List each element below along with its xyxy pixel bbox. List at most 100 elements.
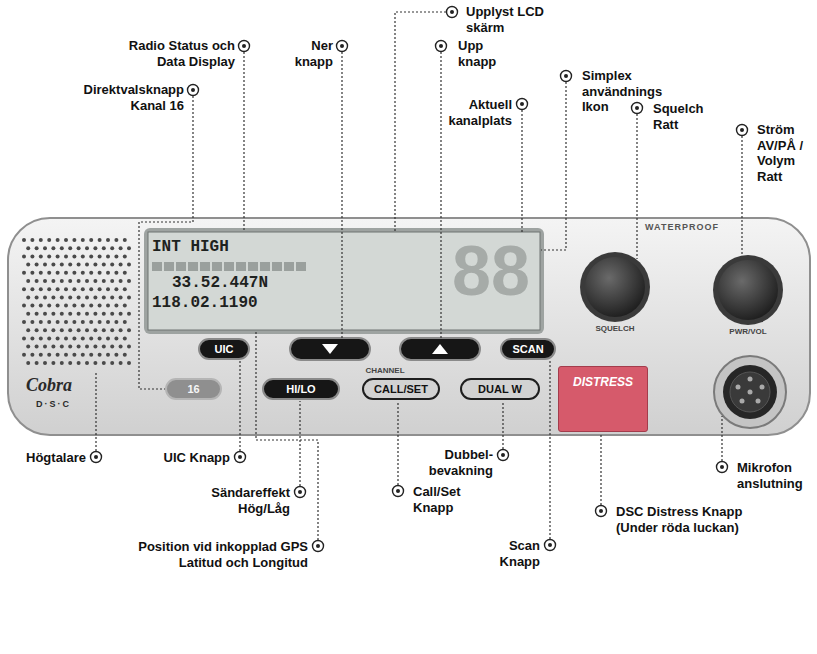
speaker-hole: [77, 345, 81, 349]
speaker-hole: [22, 238, 26, 242]
speaker-hole: [47, 353, 51, 357]
lcd-segment: [212, 262, 222, 271]
speaker-hole: [98, 336, 102, 340]
speaker-hole: [56, 238, 60, 242]
speaker-hole: [114, 320, 118, 324]
lcd-screen: [148, 232, 540, 330]
lcd-readout: 118.02.1190: [152, 294, 258, 312]
label-anchor: UIC Knapp: [150, 450, 230, 466]
speaker-hole: [51, 263, 55, 267]
callout-marker: [393, 486, 404, 497]
callout-marker: [337, 41, 348, 52]
speaker-hole: [47, 238, 51, 242]
speaker-hole: [85, 279, 89, 283]
speaker-hole: [26, 345, 30, 349]
label-anchor: Cobra: [26, 376, 106, 396]
callout-label: Call/Set Knapp: [413, 484, 475, 515]
speaker-hole: [85, 345, 89, 349]
button-label: DUAL W: [478, 384, 522, 395]
speaker-hole: [35, 295, 39, 299]
lcd-slot: 88: [452, 236, 530, 306]
radio-button: SCAN: [500, 338, 556, 360]
speaker-hole: [81, 320, 85, 324]
label-anchor: Scan Knapp: [492, 538, 540, 569]
speaker-hole: [110, 279, 114, 283]
speaker-hole: [98, 353, 102, 357]
mic-socket-face: [730, 372, 770, 412]
speaker-hole: [43, 246, 47, 250]
speaker-hole: [68, 279, 72, 283]
callout-label: DSC Distress Knapp (Under röda luckan): [616, 504, 766, 535]
speaker-hole: [106, 254, 110, 258]
speaker-hole: [72, 336, 76, 340]
speaker-hole: [22, 271, 26, 275]
radio-button: DUAL W: [460, 378, 540, 400]
radio-button: CALL/SET: [362, 378, 440, 400]
callout-label: Ner knapp: [285, 38, 333, 69]
speaker-hole: [43, 328, 47, 332]
speaker-hole: [35, 312, 39, 316]
lcd-display: INT HIGH33.52.447N118.02.119088: [148, 232, 540, 330]
speaker-hole: [123, 287, 127, 291]
callout-label: Mikrofon anslutning: [737, 460, 811, 491]
callout-marker: [596, 506, 607, 517]
speaker-hole: [47, 271, 51, 275]
callout-label: Position vid inkopplad GPS Latitud och L…: [108, 539, 308, 570]
callout-marker: [235, 452, 246, 463]
callout-marker: [436, 41, 447, 52]
speaker-hole: [98, 287, 102, 291]
speaker-hole: [119, 361, 123, 365]
speaker-hole: [60, 361, 64, 365]
speaker-hole: [77, 295, 81, 299]
lcd-segment: [200, 262, 210, 271]
speaker-hole: [102, 279, 106, 283]
speaker-hole: [68, 246, 72, 250]
speaker-hole: [60, 312, 64, 316]
speaker-hole: [35, 328, 39, 332]
speaker-hole: [60, 295, 64, 299]
speaker-hole: [35, 263, 39, 267]
device-marking: WATERPROOF: [642, 222, 722, 233]
speaker-hole: [56, 320, 60, 324]
speaker-hole: [47, 304, 51, 308]
speaker-hole: [89, 254, 93, 258]
speaker-hole: [77, 246, 81, 250]
speaker-hole: [123, 320, 127, 324]
callout-marker: [239, 41, 250, 52]
speaker-hole: [51, 246, 55, 250]
speaker-hole: [64, 304, 68, 308]
speaker-hole: [68, 312, 72, 316]
speaker-hole: [123, 304, 127, 308]
speaker-hole: [102, 328, 106, 332]
lcd-segment: [164, 262, 174, 271]
speaker-hole: [60, 345, 64, 349]
speaker-hole: [119, 246, 123, 250]
speaker-hole: [127, 263, 131, 267]
speaker-hole: [98, 320, 102, 324]
speaker-hole: [81, 271, 85, 275]
squelch-knob: [580, 252, 650, 322]
callout-marker: [737, 125, 748, 136]
callout-label: Dubbel- bevakning: [415, 447, 493, 478]
lcd-segment: [296, 262, 306, 271]
speaker-hole: [35, 279, 39, 283]
lcd-bezel: [144, 228, 544, 334]
speaker-hole: [114, 336, 118, 340]
speaker-hole: [30, 238, 34, 242]
speaker-hole: [93, 312, 97, 316]
speaker-hole: [43, 263, 47, 267]
speaker-hole: [26, 279, 30, 283]
speaker-hole: [30, 320, 34, 324]
speaker-hole: [22, 304, 26, 308]
callout-marker-dot: [439, 44, 443, 48]
speaker-hole: [106, 353, 110, 357]
speaker-hole: [51, 312, 55, 316]
squelch-knob-cap: [585, 257, 645, 317]
speaker-hole: [123, 254, 127, 258]
radio-button: HI/LO: [262, 378, 340, 400]
speaker-hole: [56, 271, 60, 275]
label-anchor: Ner knapp: [285, 38, 333, 69]
speaker-hole: [89, 320, 93, 324]
speaker-hole: [26, 246, 30, 250]
